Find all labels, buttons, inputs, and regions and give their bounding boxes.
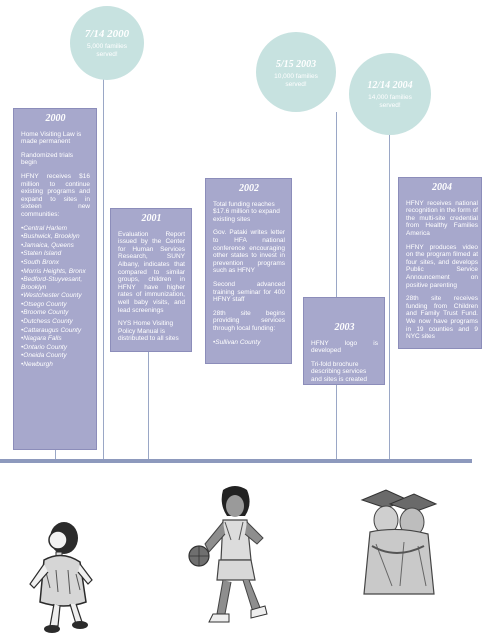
milestone-text: 10,000 families served! (274, 73, 318, 88)
year-box-2001: 2001 Evaluation Report issued by the Cen… (110, 208, 192, 352)
site-item: •Oneida County (21, 352, 67, 360)
year-box-2000: 2000 Home Visiting Law is made permanent… (13, 108, 97, 450)
connector-line-2002 (148, 352, 149, 459)
event-text: Second advanced training seminar for 400… (213, 280, 285, 304)
event-text: Tri-fold brochure describing services an… (311, 360, 368, 383)
site-item: •Westchester County (21, 292, 82, 300)
toddler-walking-illustration (29, 522, 93, 633)
site-item: •South Bronx (21, 258, 60, 266)
milestone-text: 5,000 families served! (86, 43, 128, 58)
site-item: •Dutchess County (21, 318, 73, 326)
site-item: •Bedford-Stuyvesant, Brooklyn (21, 276, 83, 291)
milestone-date: 7/14 2000 (84, 28, 130, 40)
event-text: NYS Home Visiting Policy Manual is distr… (118, 320, 179, 343)
connector-line-2001 (103, 75, 104, 459)
event-text: Home Visiting Law is made permanent (21, 130, 82, 146)
milestone-circle-2003: 5/15 2003 10,000 families served! (256, 32, 336, 112)
event-text: Evaluation Report issued by the Center f… (118, 230, 185, 314)
year-heading: 2002 (239, 183, 259, 194)
year-box-2004: 2004 HFNY receives national recognition … (398, 177, 482, 349)
event-text: 28th site receives funding from Children… (406, 295, 478, 341)
event-text: Randomized trials begin (21, 151, 74, 167)
timeline-bar (0, 459, 472, 463)
year-box-2002: 2002 Total funding reaches $17.6 million… (205, 178, 292, 364)
event-text: HFNY receives national recognition in th… (406, 199, 478, 237)
site-item: •Staten Island (21, 250, 62, 258)
site-item: •Cattaraugus County (21, 326, 82, 334)
site-item: •Bushwick, Brooklyn (21, 233, 80, 241)
site-item: •Broome County (21, 309, 69, 317)
event-text: HFNY receives $16 million to continue ex… (21, 172, 90, 218)
year-heading: 2003 (334, 322, 355, 333)
milestone-circle-2004: 12/14 2004 14,000 families served! (349, 53, 431, 135)
site-item: •Otsego County (21, 300, 67, 308)
year-heading: 2004 (432, 182, 452, 193)
year-heading: 2000 (45, 113, 66, 124)
site-item: •Newburgh (21, 361, 53, 369)
site-list: •Sullivan County (213, 339, 285, 347)
milestone-text: 14,000 families served! (368, 94, 412, 109)
site-item: •Morris Heights, Bronx (21, 267, 86, 275)
milestone-date: 12/14 2004 (367, 80, 413, 91)
year-box-2003: 2003 HFNY logo is developed Tri-fold bro… (303, 297, 385, 385)
site-item: •Central Harlem (21, 224, 67, 232)
girl-basketball-illustration (188, 486, 268, 623)
connector-line-2003 (336, 112, 337, 459)
event-text: Total funding reaches $17.6 million to e… (213, 200, 280, 223)
event-text: Gov. Pataki writes letter to HFA nationa… (213, 229, 285, 275)
milestone-date: 5/15 2003 (275, 59, 317, 70)
connector-line-2004 (389, 133, 390, 459)
site-item: •Ontario County (21, 343, 67, 351)
milestone-circle-2000: 7/14 2000 5,000 families served! (70, 6, 144, 80)
site-list: •Central Harlem •Bushwick, Brooklyn •Jam… (21, 225, 90, 369)
year-heading: 2001 (141, 213, 162, 224)
event-text: 28th site begins providing services thro… (213, 309, 285, 332)
site-item: •Jamaica, Queens (21, 241, 74, 249)
graduates-hugging-illustration (360, 489, 438, 595)
event-text: HFNY logo is developed (311, 339, 378, 355)
site-item: •Niagara Falls (21, 335, 62, 343)
event-text: HFNY produces video on the program filme… (406, 243, 478, 289)
site-item: •Sullivan County (213, 338, 261, 346)
